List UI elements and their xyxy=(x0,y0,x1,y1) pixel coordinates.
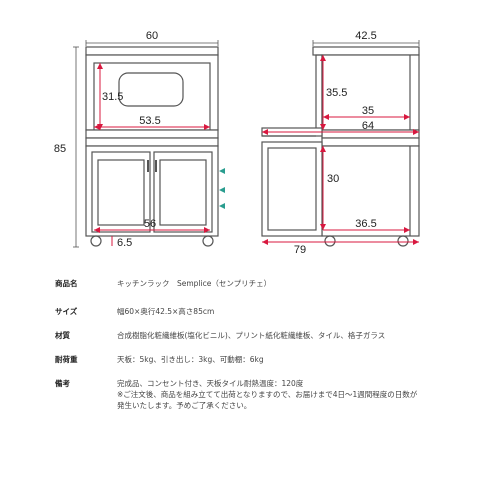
dimension-diagram: 60 85 31.5 53.5 56 6.5 xyxy=(54,30,420,256)
spec-value-line: キッチンラック Semplice（センプリチェ） xyxy=(117,279,272,288)
height-label: 85 xyxy=(54,143,66,155)
side-view xyxy=(261,46,420,247)
lower-inner-depth-label: 36.5 xyxy=(355,218,376,230)
spec-value-line: 完成品、コンセント付き、天板タイル耐熱温度：120度 xyxy=(117,379,304,388)
front-view xyxy=(85,46,219,247)
spec-row-notes: 備考 完成品、コンセント付き、天板タイル耐熱温度：120度 ※ご注文後、商品を組… xyxy=(55,378,465,411)
spec-row-material: 材質 合成樹脂化粧繊維板(塩化ビニル)、プリント紙化粧繊維板、タイル、格子ガラス xyxy=(55,330,465,354)
spec-value-line: 発生いたします。予めご了承ください。 xyxy=(117,401,252,410)
spec-label: サイズ xyxy=(55,307,78,316)
overall-width-upper-label: 64 xyxy=(362,120,374,132)
caster-label: 6.5 xyxy=(117,237,132,249)
spec-value: 完成品、コンセント付き、天板タイル耐熱温度：120度 ※ご注文後、商品を組み立て… xyxy=(117,378,465,411)
spec-row-load: 耐荷重 天板：5kg、引き出し：3kg、可動棚：6kg xyxy=(55,354,465,378)
spec-label: 備考 xyxy=(55,379,70,388)
spec-row-product-name: 商品名 キッチンラック Semplice（センプリチェ） xyxy=(55,278,465,306)
top-opening-label: 31.5 xyxy=(102,91,123,103)
spec-table: 商品名 キッチンラック Semplice（センプリチェ） サイズ 幅60×奥行4… xyxy=(55,278,465,411)
front-width-label: 60 xyxy=(146,30,158,42)
spec-value-line: 合成樹脂化粧繊維板(塩化ビニル)、プリント紙化粧繊維板、タイル、格子ガラス xyxy=(117,331,386,340)
spec-value: 合成樹脂化粧繊維板(塩化ビニル)、プリント紙化粧繊維板、タイル、格子ガラス xyxy=(117,330,465,354)
arrow-icons xyxy=(219,168,225,209)
spec-value: キッチンラック Semplice（センプリチェ） xyxy=(117,278,465,306)
top-inner-width-label: 53.5 xyxy=(139,115,160,127)
spec-row-size: サイズ 幅60×奥行42.5×高さ85cm xyxy=(55,306,465,330)
depth-label: 42.5 xyxy=(355,30,376,42)
lower-height-label: 30 xyxy=(327,173,339,185)
overall-width-label: 79 xyxy=(294,244,306,256)
spec-value-line: ※ご注文後、商品を組み立てて出荷となりますので、お届けまで4日〜1週間程度の日数… xyxy=(117,390,418,399)
spec-label: 材質 xyxy=(55,331,70,340)
spec-label: 耐荷重 xyxy=(55,355,78,364)
spec-label: 商品名 xyxy=(55,279,78,288)
upper-depth-label: 35.5 xyxy=(326,87,347,99)
upper-inner-depth-label: 35 xyxy=(362,105,374,117)
spec-value: 天板：5kg、引き出し：3kg、可動棚：6kg xyxy=(117,354,465,378)
bottom-inner-width-label: 56 xyxy=(144,218,156,230)
spec-value-line: 幅60×奥行42.5×高さ85cm xyxy=(117,307,215,316)
spec-value: 幅60×奥行42.5×高さ85cm xyxy=(117,306,465,330)
spec-value-line: 天板：5kg、引き出し：3kg、可動棚：6kg xyxy=(117,355,264,364)
